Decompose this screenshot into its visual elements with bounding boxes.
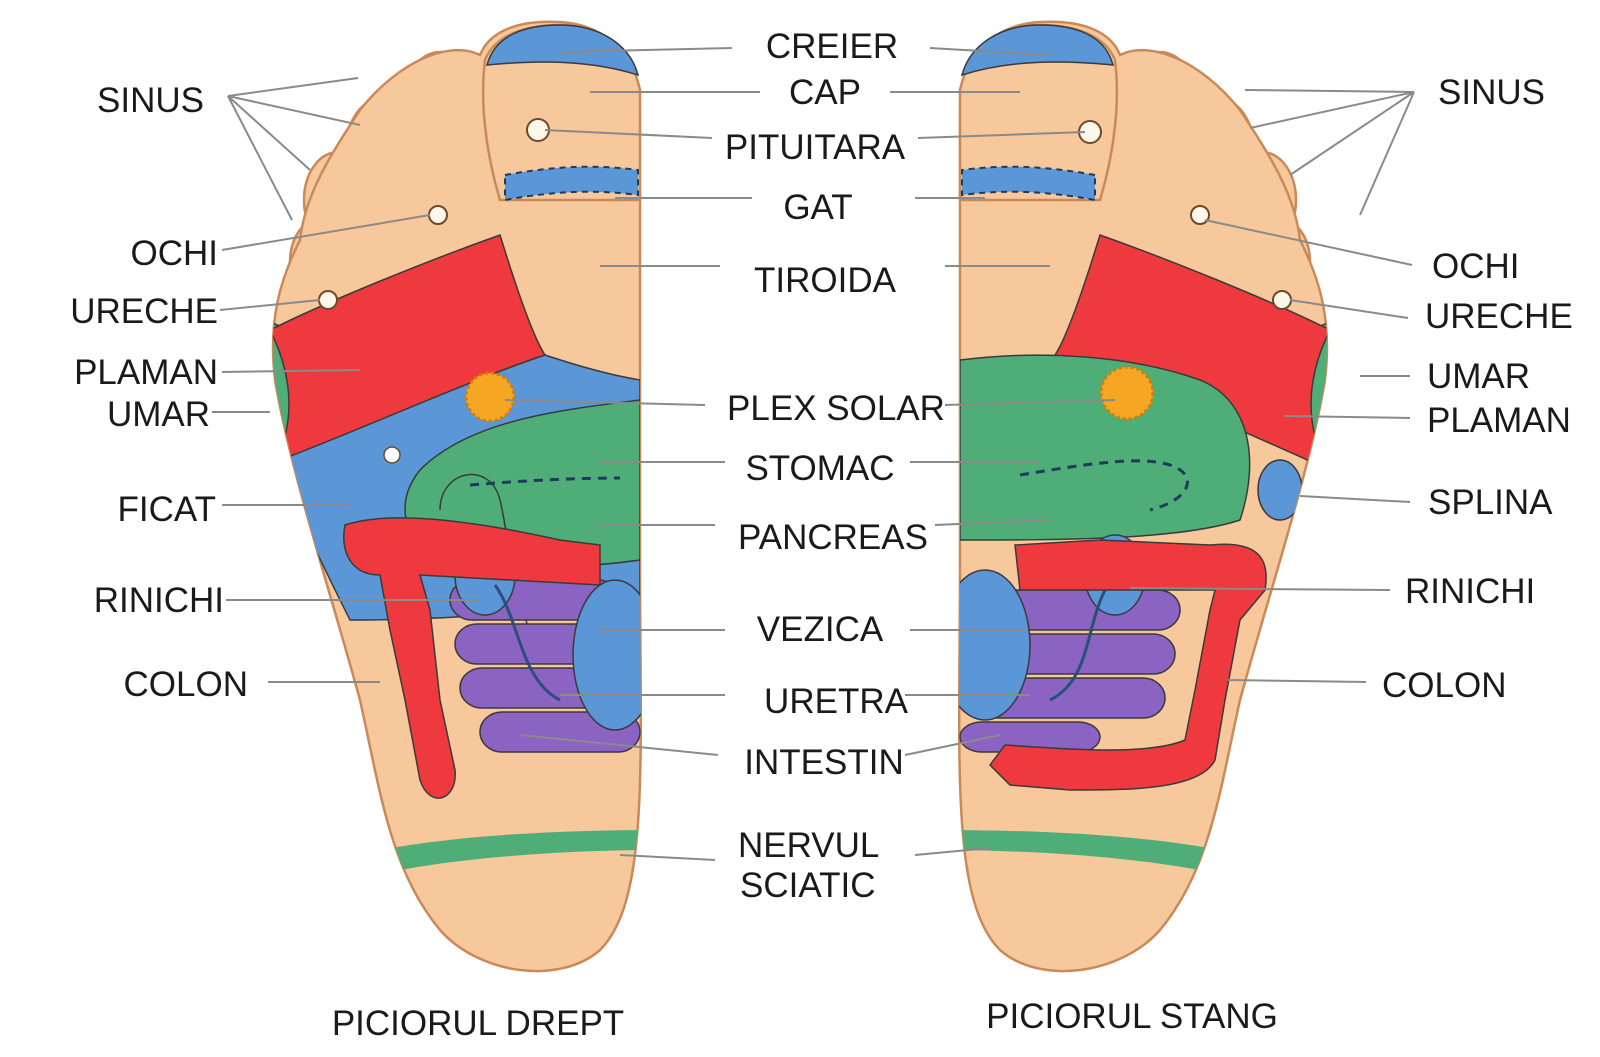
sciatic-band (380, 830, 641, 872)
label-pancreas: PANCREAS (738, 518, 928, 557)
brain-zone (485, 24, 640, 77)
label-plaman: PLAMAN (1427, 401, 1571, 440)
ear-dot (1272, 290, 1292, 310)
colon-zone (343, 517, 601, 799)
label-colon: COLON (124, 665, 248, 704)
label-rinichi: RINICHI (94, 581, 224, 620)
label-plex-solar: PLEX SOLAR (727, 389, 945, 428)
label-pituitara: PITUITARA (725, 128, 906, 167)
eye-dot (1190, 205, 1210, 225)
label-ficat: FICAT (117, 490, 216, 529)
caption-left-foot: PICIORUL STANG (986, 997, 1278, 1036)
label-umar: UMAR (107, 395, 210, 434)
label-plaman: PLAMAN (74, 353, 218, 392)
pancreas-line (1019, 459, 1189, 512)
label-gat: GAT (783, 188, 852, 227)
label-cap: CAP (789, 73, 861, 112)
brain-zone (960, 24, 1115, 77)
label-sciatic: SCIATIC (740, 866, 875, 905)
label-sinus: SINUS (1438, 73, 1545, 112)
label-splina: SPLINA (1428, 483, 1553, 522)
leader-lines (212, 47, 1415, 861)
label-vezica: VEZICA (757, 610, 884, 649)
label-creier: CREIER (766, 27, 898, 66)
left-foot (957, 20, 1329, 973)
label-ureche: URECHE (70, 292, 218, 331)
solar-plexus (1099, 365, 1155, 421)
bladder-zone (959, 569, 1031, 721)
bladder-zone (572, 579, 641, 731)
sciatic-band (959, 830, 1220, 872)
stomach-zone (959, 354, 1251, 541)
label-colon: COLON (1382, 666, 1506, 705)
label-sinus: SINUS (97, 81, 204, 120)
solar-plexus (464, 371, 516, 423)
label-nervul: NERVUL (738, 826, 879, 865)
label-ochi: OCHI (1432, 247, 1520, 286)
liver-dot (383, 446, 401, 464)
label-tiroida: TIROIDA (754, 261, 897, 300)
foot-captions: PICIORUL DREPT PICIORUL STANG (332, 997, 1278, 1043)
label-rinichi: RINICHI (1405, 572, 1535, 611)
colon-zone (989, 539, 1267, 791)
label-intestin: INTESTIN (744, 743, 903, 782)
right-foot (271, 20, 643, 973)
right-labels: SINUS OCHI URECHE UMAR PLAMAN SPLINA RIN… (1382, 73, 1573, 705)
label-umar: UMAR (1427, 357, 1530, 396)
ear-dot (318, 290, 338, 310)
label-uretra: URETRA (764, 682, 909, 721)
ureter-line (493, 584, 561, 702)
center-labels: CREIER CAP PITUITARA GAT TIROIDA PLEX SO… (725, 27, 945, 905)
eye-dot (428, 205, 448, 225)
caption-right-foot: PICIORUL DREPT (332, 1004, 624, 1043)
label-stomac: STOMAC (745, 449, 894, 488)
label-ureche: URECHE (1425, 297, 1573, 336)
left-labels: SINUS OCHI URECHE PLAMAN UMAR FICAT RINI… (70, 81, 248, 704)
neck-band (504, 165, 639, 202)
label-ochi: OCHI (131, 234, 219, 273)
pancreas-line (469, 476, 621, 487)
neck-band (961, 165, 1096, 202)
ureter-line (1049, 589, 1107, 702)
